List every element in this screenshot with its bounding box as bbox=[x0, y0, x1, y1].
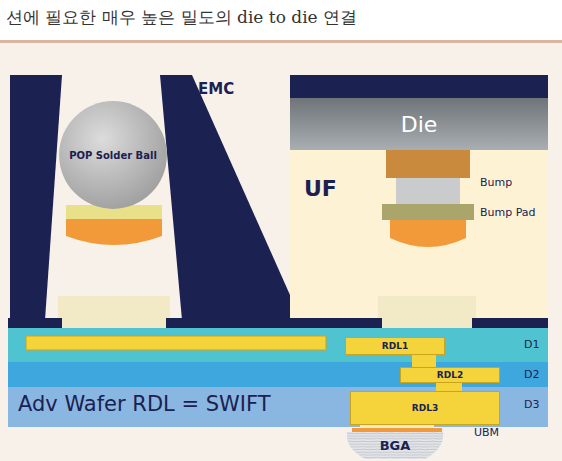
die-body bbox=[290, 98, 548, 150]
part-label: EMC bbox=[198, 80, 234, 98]
part-label: Bump bbox=[480, 176, 512, 189]
emc-wall bbox=[10, 75, 62, 320]
part-label: Bump Pad bbox=[480, 206, 536, 219]
node-text: RDL1 bbox=[382, 341, 408, 351]
dielectric-d3 bbox=[8, 387, 548, 427]
dielectric-d2 bbox=[8, 362, 548, 387]
heading-line: 션에 필요한 매우 높은 밀도의 die to die 연결 bbox=[6, 6, 357, 29]
part-label: D1 bbox=[524, 338, 539, 351]
panel bbox=[0, 43, 562, 461]
part-label: D3 bbox=[524, 398, 539, 411]
ball-cap bbox=[66, 219, 162, 245]
pad-open bbox=[62, 316, 166, 328]
node-text: RDL3 bbox=[412, 403, 438, 413]
rule bbox=[0, 40, 562, 43]
rdl-node: RDL1 bbox=[345, 337, 445, 355]
part-label: Adv Wafer RDL = SWIFT bbox=[18, 392, 271, 416]
die-top bbox=[290, 75, 548, 99]
bump-pillar bbox=[396, 178, 460, 206]
rdl-trace bbox=[26, 336, 326, 350]
rdl-node: RDL2 bbox=[400, 367, 500, 383]
node-text: Die bbox=[401, 112, 438, 137]
ball-outline bbox=[347, 432, 443, 459]
emc-wall bbox=[160, 75, 290, 320]
bga-node: BGA bbox=[345, 432, 445, 459]
ball-node: POP Solder Ball bbox=[58, 100, 168, 210]
node-text: BGA bbox=[380, 438, 411, 453]
page-top bbox=[0, 0, 562, 40]
part-label: D2 bbox=[524, 368, 539, 381]
bump-solder bbox=[390, 220, 466, 247]
pad-open bbox=[382, 316, 472, 328]
bump-pad bbox=[382, 204, 474, 220]
part-label: UBM bbox=[474, 426, 499, 439]
part-label: UF bbox=[304, 176, 337, 201]
node-text: RDL2 bbox=[437, 370, 463, 380]
die-node: Die bbox=[290, 99, 548, 150]
dielectric-d1 bbox=[8, 328, 548, 362]
rdl-node: RDL3 bbox=[350, 391, 500, 425]
node-text: POP Solder Ball bbox=[69, 150, 157, 161]
underfill bbox=[290, 150, 548, 320]
bump-cu bbox=[386, 150, 470, 178]
ball-outline bbox=[59, 101, 167, 209]
